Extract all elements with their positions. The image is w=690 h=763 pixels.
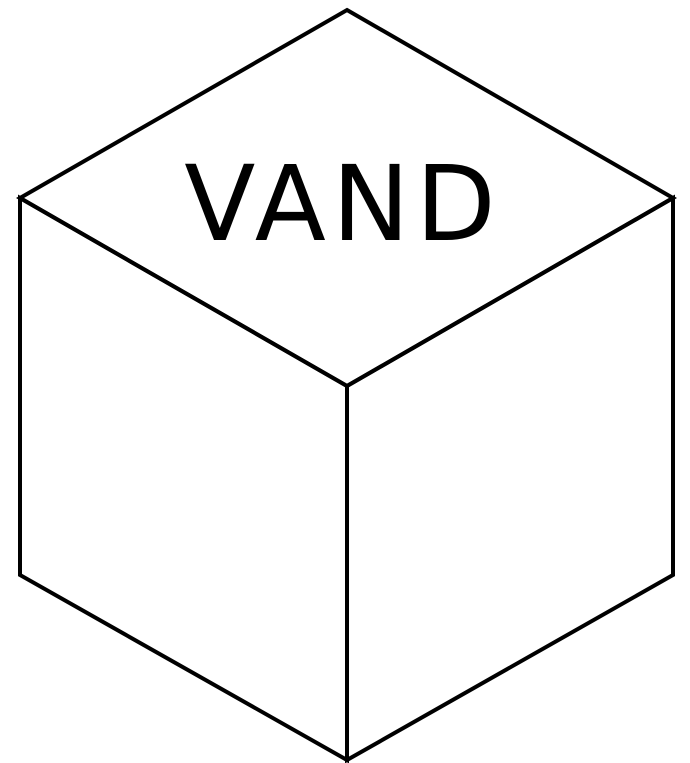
cube-right-face xyxy=(345,194,675,763)
top-face-label: VAND xyxy=(184,143,502,265)
cube-left-face xyxy=(18,194,349,763)
